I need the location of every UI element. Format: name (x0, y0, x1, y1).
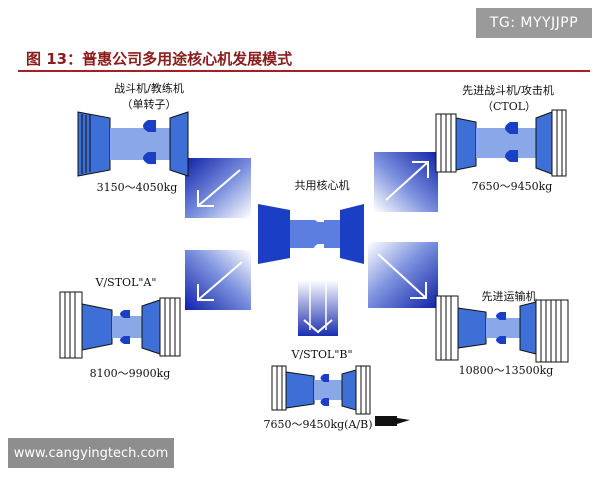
top-right-sub: （CTOL） (481, 100, 537, 113)
bottom-center-name: V/STOL"B" (291, 348, 353, 361)
engine-mid-right (435, 295, 569, 363)
arrow-top-right (374, 152, 438, 212)
arrow-top-left (185, 158, 251, 218)
mid-left-weight: 8100～9900kg (89, 367, 171, 380)
top-right-name: 先进战斗机/攻击机 (462, 84, 554, 97)
watermark-bottom: www.cangyingtech.com (8, 438, 174, 468)
bottom-center-weight: 7650～9450kg(A/B) (263, 418, 373, 431)
engine-bottom-center (271, 365, 371, 415)
core-engine (258, 204, 364, 264)
top-left-name: 战斗机/教练机 (114, 82, 184, 95)
engine-top-right (435, 109, 567, 177)
top-left-sub: （单转子） (121, 98, 177, 111)
mid-right-weight: 10800～13500kg (458, 364, 554, 377)
watermark-top: TG: MYYJJPP (476, 8, 592, 38)
top-right-weight: 7650～9450kg (471, 180, 553, 193)
title-rule (18, 70, 590, 72)
mid-right-name: 先进运输机 (481, 290, 537, 303)
arrow-bottom-left (185, 250, 251, 310)
engine-top-left (77, 111, 189, 177)
mid-left-name: V/STOL"A" (95, 276, 157, 289)
top-left-weight: 3150～4050kg (96, 181, 178, 194)
engine-mid-left (59, 291, 181, 359)
figure-title: 图 13：普惠公司多用途核心机发展模式 (26, 50, 293, 68)
arrow-bottom-right (368, 242, 438, 308)
arrow-bottom-center (298, 280, 338, 336)
redaction-mark (375, 416, 410, 426)
core-label: 共用核心机 (294, 179, 350, 192)
